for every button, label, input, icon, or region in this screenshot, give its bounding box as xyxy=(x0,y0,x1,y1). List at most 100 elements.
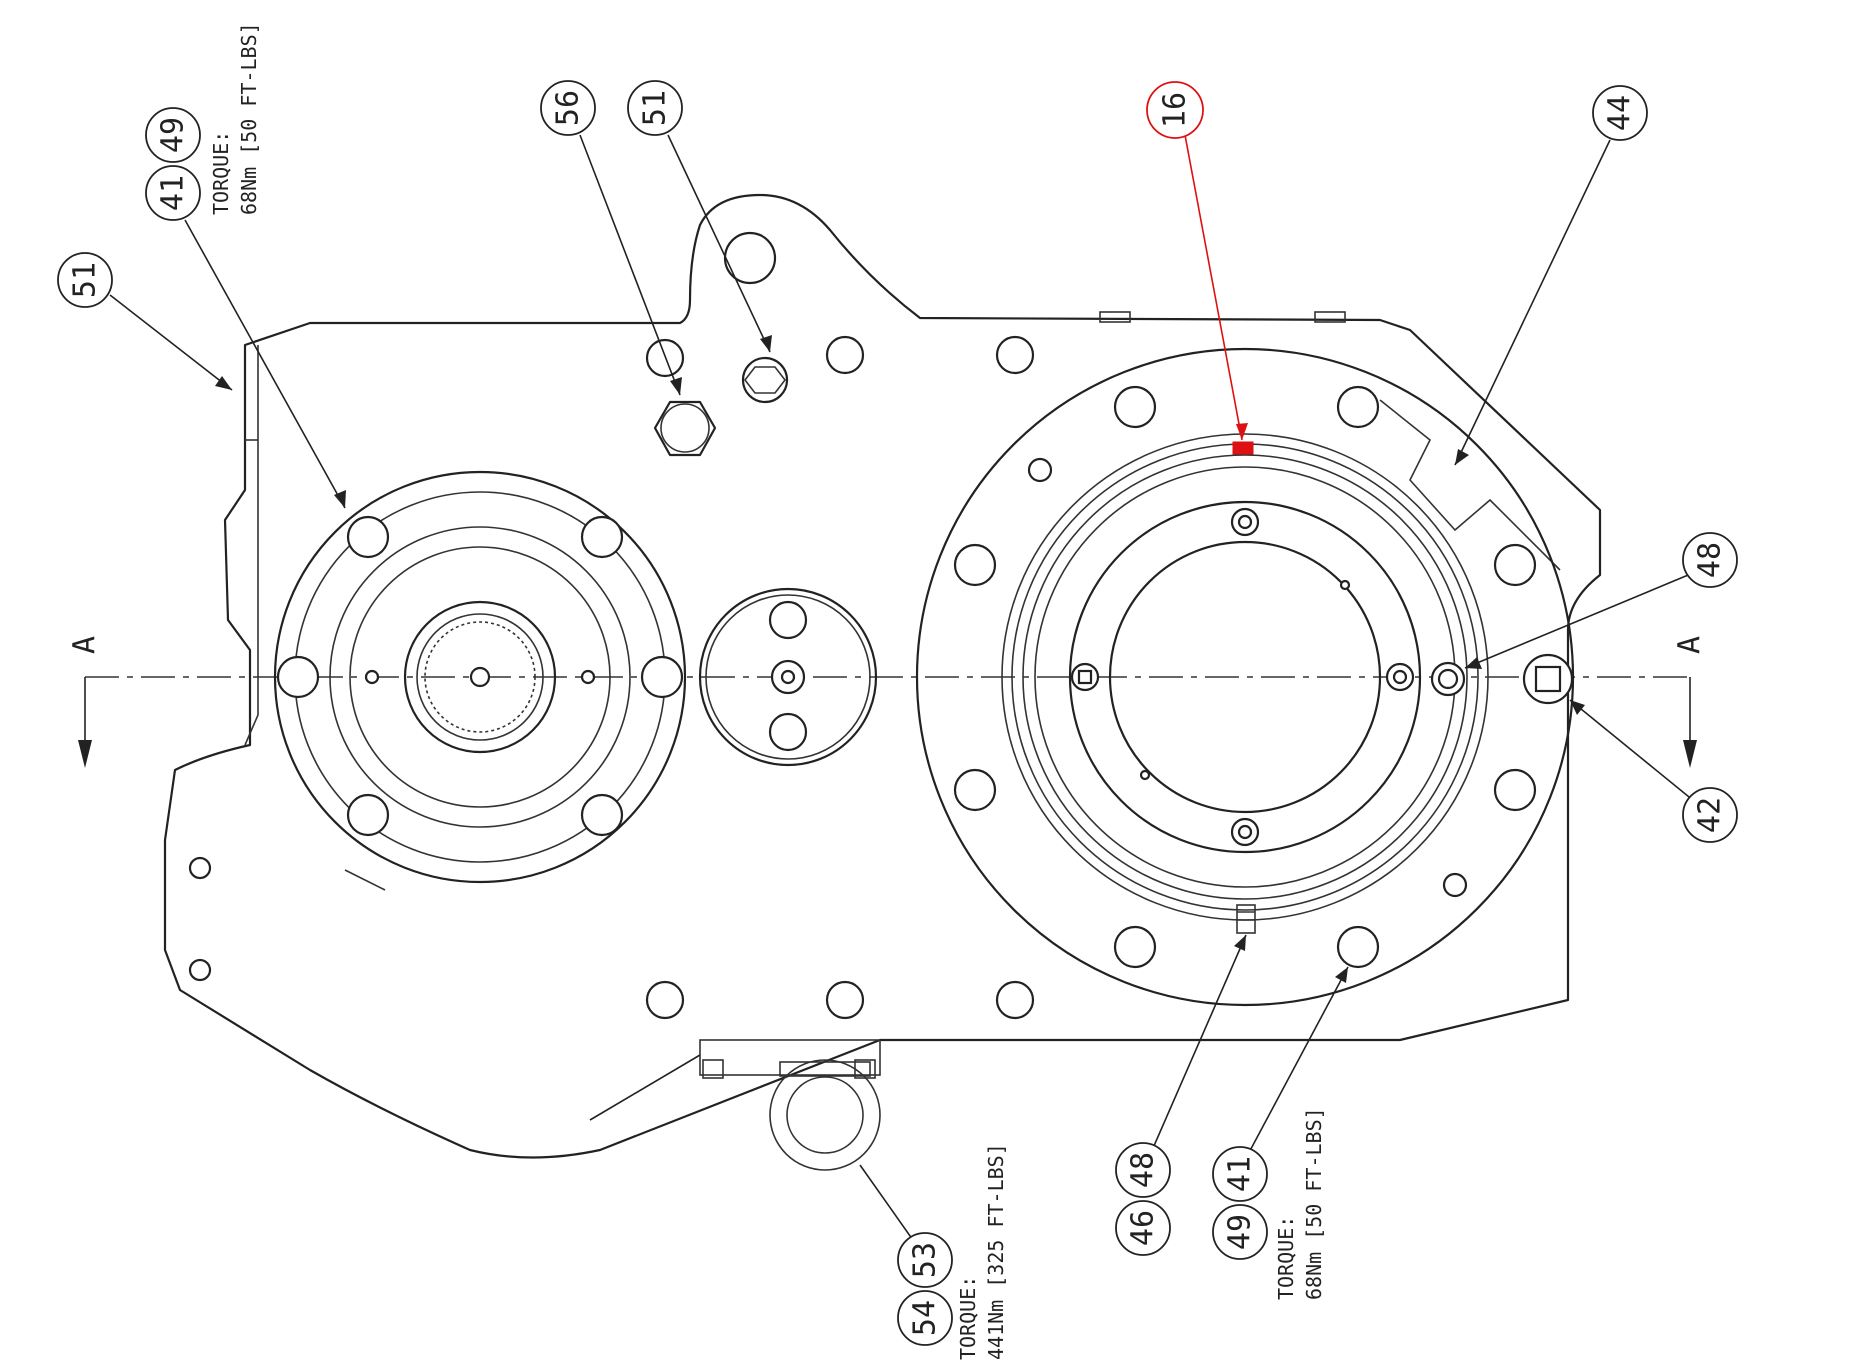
housing-tab-2 xyxy=(1314,311,1346,323)
svg-text:441Nm [325 FT-LBS]: 441Nm [325 FT-LBS] xyxy=(984,1143,1008,1360)
hex-nut-56-face xyxy=(660,403,710,453)
section-label-right: A xyxy=(1673,636,1708,654)
svg-text:TORQUE:: TORQUE: xyxy=(1274,1216,1298,1300)
svg-text:54: 54 xyxy=(908,1300,943,1336)
right-outer-bolt-5 xyxy=(953,768,997,812)
svg-text:48: 48 xyxy=(1693,542,1728,578)
housing-tab-1 xyxy=(1099,311,1131,323)
middle-cover-outer xyxy=(698,587,878,767)
callout-54: 54 xyxy=(897,1290,953,1346)
svg-text:68Nm [50 FT-LBS]: 68Nm [50 FT-LBS] xyxy=(237,22,261,215)
middle-center-dot xyxy=(780,669,796,685)
callout-48-right: 48 xyxy=(1682,532,1738,588)
svg-text:A: A xyxy=(68,636,103,654)
arrow-51-left xyxy=(215,376,232,390)
right-pin-hole-1 xyxy=(1339,579,1351,591)
middle-cover-inner xyxy=(705,594,871,760)
right-inner-bolt-bottom-core xyxy=(1237,824,1253,840)
right-outer-bolt-3 xyxy=(953,543,997,587)
callout-48-bottom: 48 xyxy=(1115,1142,1171,1198)
right-small-hole-2 xyxy=(1442,872,1468,898)
svg-text:49: 49 xyxy=(156,117,191,153)
svg-text:51: 51 xyxy=(68,262,103,298)
callout-51-top: 51 xyxy=(627,80,683,136)
lower-left-hole-1 xyxy=(188,856,212,880)
svg-text:16: 16 xyxy=(1158,92,1193,128)
section-arrow-left-head xyxy=(78,740,92,768)
plug-51-hex xyxy=(743,366,787,394)
callout-16: 16 xyxy=(1146,81,1204,139)
svg-text:41: 41 xyxy=(1223,1156,1258,1192)
arrow-42 xyxy=(1570,700,1585,715)
leader-41-top xyxy=(184,219,346,509)
right-outer-bolt-1 xyxy=(1113,385,1157,429)
arrow-41-bottom xyxy=(1335,967,1348,983)
leader-48-right xyxy=(1464,567,1706,669)
right-inner-bolt-left-core xyxy=(1077,669,1093,685)
left-flange-bolt-6 xyxy=(580,793,624,837)
lifting-eye-outer xyxy=(769,1059,881,1171)
leader-48-bottom xyxy=(1149,934,1247,1156)
right-outer-bolt-8 xyxy=(1336,925,1380,969)
housing-inner-edge xyxy=(244,345,259,746)
svg-text:68Nm [50 FT-LBS]: 68Nm [50 FT-LBS] xyxy=(1302,1107,1326,1300)
bottom-bracket-nut-1 xyxy=(702,1059,724,1079)
section-arrow-right-head xyxy=(1683,740,1697,768)
left-flange-bolt-2 xyxy=(580,515,624,559)
leader-41-bottom xyxy=(1244,966,1349,1161)
svg-text:TORQUE:: TORQUE: xyxy=(209,131,233,215)
left-flange-bolt-4 xyxy=(640,655,684,699)
left-flange-bolt-3 xyxy=(276,655,320,699)
right-flange-ring-5 xyxy=(1068,500,1422,854)
arrow-48-bottom xyxy=(1234,935,1246,951)
svg-text:42: 42 xyxy=(1693,797,1728,833)
arrow-44 xyxy=(1455,449,1469,465)
arrow-56 xyxy=(670,377,682,395)
leader-51-top xyxy=(667,134,771,353)
right-outer-bolt-4 xyxy=(1493,543,1537,587)
svg-text:44: 44 xyxy=(1603,95,1638,131)
right-bore xyxy=(1108,540,1382,814)
left-flange-dowel-1 xyxy=(364,669,380,685)
right-outer-bolt-2 xyxy=(1336,385,1380,429)
left-flange-bolt-5 xyxy=(346,793,390,837)
housing-outline xyxy=(163,193,1602,1159)
right-flange-ring-3 xyxy=(1022,454,1468,900)
svg-text:48: 48 xyxy=(1126,1152,1161,1188)
callout-49-bottom: 49 xyxy=(1212,1204,1268,1260)
arrow-51-top xyxy=(760,335,772,352)
fitting-48-bottom xyxy=(1236,904,1256,934)
svg-text:49: 49 xyxy=(1223,1214,1258,1250)
left-shaft-spline-outer xyxy=(416,613,544,741)
lower-hole-1 xyxy=(645,980,685,1020)
right-inner-bolt-right-core xyxy=(1392,669,1408,685)
torque-note-top: TORQUE: 68Nm [50 FT-LBS] xyxy=(209,22,261,215)
plug-42-square xyxy=(1534,665,1562,693)
upper-hole-2 xyxy=(995,335,1035,375)
callout-41-bottom: 41 xyxy=(1212,1146,1268,1202)
left-flange-inner xyxy=(349,546,611,808)
plug-51-outer xyxy=(741,356,789,404)
right-pin-hole-2 xyxy=(1139,769,1151,781)
right-small-hole-1 xyxy=(1027,457,1053,483)
middle-bolt-bottom xyxy=(768,712,808,752)
bottom-bracket xyxy=(699,1039,881,1076)
callout-56: 56 xyxy=(540,80,596,136)
lower-hole-3 xyxy=(995,980,1035,1020)
svg-text:A: A xyxy=(1673,636,1708,654)
arrow-41-top xyxy=(334,490,346,508)
left-flange-bolt-1 xyxy=(346,515,390,559)
left-shaft-outer xyxy=(403,600,557,754)
middle-bolt-top xyxy=(768,600,808,640)
leader-16 xyxy=(1184,134,1243,441)
callout-41-top: 41 xyxy=(145,165,201,221)
callout-53: 53 xyxy=(897,1232,953,1288)
svg-text:56: 56 xyxy=(551,90,586,126)
lifting-eye-inner xyxy=(786,1076,864,1154)
upper-hole-1 xyxy=(825,335,865,375)
svg-text:46: 46 xyxy=(1126,1210,1161,1246)
housing-lower-edge xyxy=(344,869,386,891)
svg-text:53: 53 xyxy=(908,1242,943,1278)
arrow-48-right xyxy=(1465,657,1482,669)
